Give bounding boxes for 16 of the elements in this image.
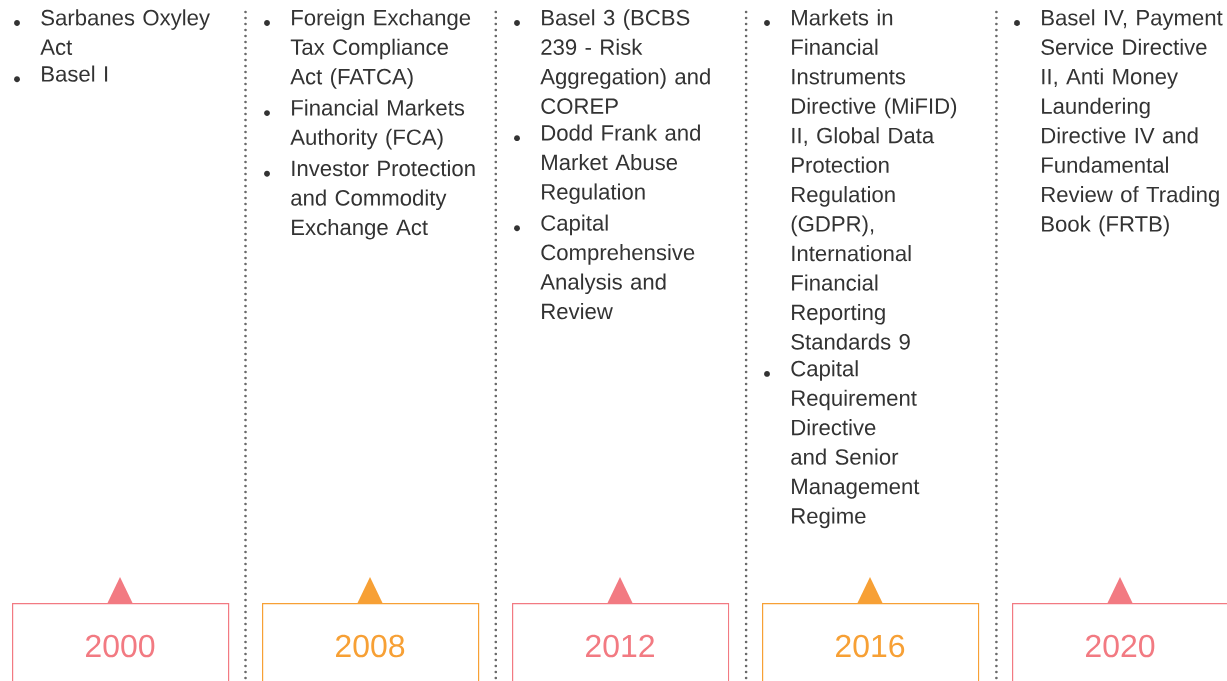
year-box: 2020 xyxy=(1012,577,1227,681)
year-box: 2012 xyxy=(512,577,730,681)
bullet-item: Dodd Frank and Market Abuse Regulation xyxy=(514,124,700,204)
bullet-item: Basel I xyxy=(14,65,108,83)
bullet-item: Investor Protection and Commodity Exchange Act xyxy=(264,160,475,240)
bullet-item: Capital Requirement Directive and Senior Management Regime xyxy=(764,360,920,529)
bullet-item: Markets in Financial Instruments Directive (MiFID) II, Global Data Protection Regulation (GDPR), International Financial Reporting Standards 9 xyxy=(764,9,957,350)
bullet-item: Capital Comprehensive Analysis and Review xyxy=(514,214,695,320)
year-box: 2000 xyxy=(12,577,230,681)
year-box: 2016 xyxy=(762,577,980,681)
year-box: 2008 xyxy=(262,577,480,681)
bullet-item: Basel 3 (BCBS 239 - Risk Aggregation) and COREP xyxy=(514,9,710,114)
bullet-item: Foreign Exchange Tax Compliance Act (FATCA) xyxy=(264,9,471,89)
bullet-item: Basel IV, Payment Service Directive II, Anti Money Laundering Directive IV and Fundamental Review of Trading Book (FRTB) xyxy=(1014,9,1223,237)
bullet-item: Financial Markets Authority (FCA) xyxy=(264,99,465,150)
bullet-item: Sarbanes Oxyley Act xyxy=(14,9,210,55)
